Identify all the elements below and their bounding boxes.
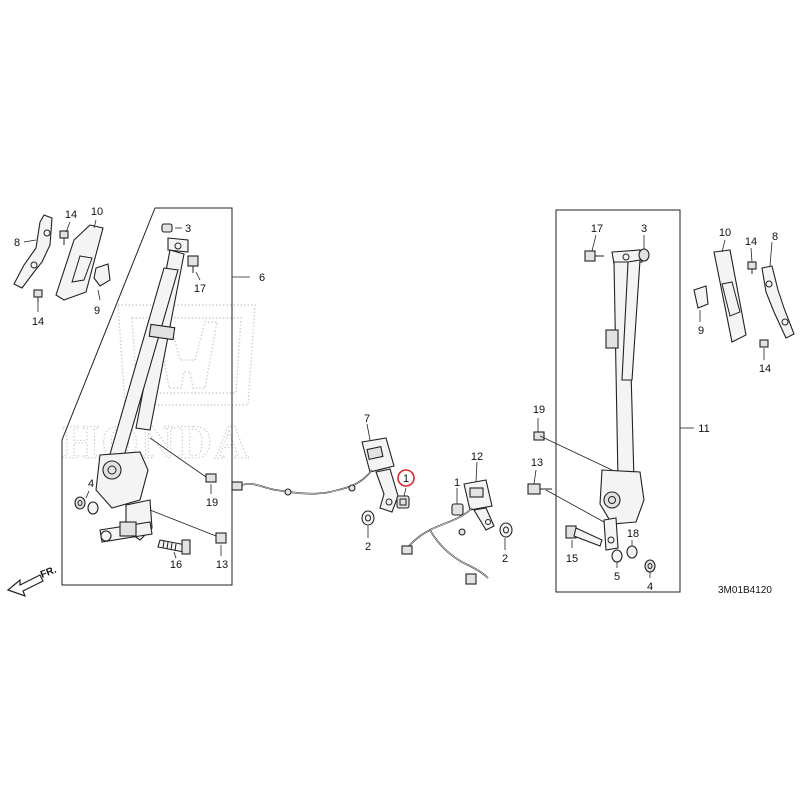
seat-belt-buckle-12 [463,479,495,531]
callout-14-left-lower: 14 [32,316,44,328]
spacer-5-left [87,501,99,515]
spacer-18 [626,545,638,559]
bolt-17-right [584,250,604,262]
highlight-ring [397,469,415,487]
spacer-5-right [611,549,623,563]
callout-10-right: 10 [719,227,731,239]
buckle-harness-right [401,507,489,585]
front-label: FR. [39,564,58,580]
callout-8-right: 8 [772,231,778,243]
bolt-15 [565,525,603,547]
callout-10-left: 10 [91,206,103,218]
nut-3-right [638,248,650,262]
callout-17-right: 17 [591,223,603,235]
clip-9-right [693,285,709,309]
callout-3-left: 3 [185,223,191,235]
callout-9-right: 9 [698,325,704,337]
bolt-14-left-lower [33,289,43,302]
anchor-bracket-8-right [761,265,795,339]
washer-2-center-right [499,522,513,538]
bolt-19-left [205,473,217,483]
callout-2-center-left: 2 [365,541,371,553]
callout-6: 6 [259,272,265,284]
callout-12: 12 [471,451,483,463]
callout-15: 15 [566,553,578,565]
nut-1-center [451,503,464,516]
callout-16: 16 [170,559,182,571]
anchor-bracket-8-left [13,214,53,289]
clip-9-left [93,263,111,287]
nut-1-highlighted [396,495,410,509]
bolt-14-left-upper [59,230,69,245]
honda-logo-watermark: HONDA [61,304,256,470]
honda-wordmark: HONDA [62,416,251,469]
callout-2-center-right: 2 [502,553,508,565]
callout-17-left: 17 [194,283,206,295]
seat-belt-assembly-front-right [599,249,645,551]
bolt-13-left [215,532,227,544]
callout-8-left: 8 [14,237,20,249]
bolt-16 [157,539,191,555]
callout-1-center: 1 [454,477,460,489]
washer-4-right [644,559,656,573]
pillar-cover-10-right [713,249,747,343]
callout-19-left: 19 [206,497,218,509]
bolt-19-right [533,431,545,441]
seat-belt-assembly-front-left [95,237,189,543]
seat-belt-buckle-7 [361,437,399,513]
callout-14-right-upper: 14 [745,236,757,248]
callout-13-right: 13 [531,457,543,469]
diagram-code: 3M01B4120 [718,585,772,596]
buckle-harness-left [231,469,373,496]
washer-4-left [74,496,86,510]
callout-9-left: 9 [94,305,100,317]
callout-4-left: 4 [88,478,94,490]
assembly-bracket-11 [555,209,681,593]
callout-13-left: 13 [216,559,228,571]
callout-14-right-lower: 14 [759,363,771,375]
callout-14-left-upper: 14 [65,209,77,221]
callout-3-right: 3 [641,223,647,235]
callout-11: 11 [698,423,709,435]
callout-1-highlighted: 1 [403,473,409,485]
bolt-17-left [187,255,199,273]
callout-18: 18 [627,528,639,540]
callout-19-right: 19 [533,404,545,416]
callout-4-right: 4 [647,581,653,593]
assembly-bracket-6 [61,207,233,586]
nut-3-left [161,223,173,233]
bolt-13-right [527,483,552,495]
pillar-cover-10-left [55,224,104,301]
front-direction-arrow: FR. [6,564,58,598]
washer-2-center-left [361,510,375,526]
callout-7: 7 [364,413,370,425]
bolt-14-right-upper [747,261,757,274]
callout-5-right: 5 [614,571,620,583]
bolt-14-right-lower [759,339,769,348]
